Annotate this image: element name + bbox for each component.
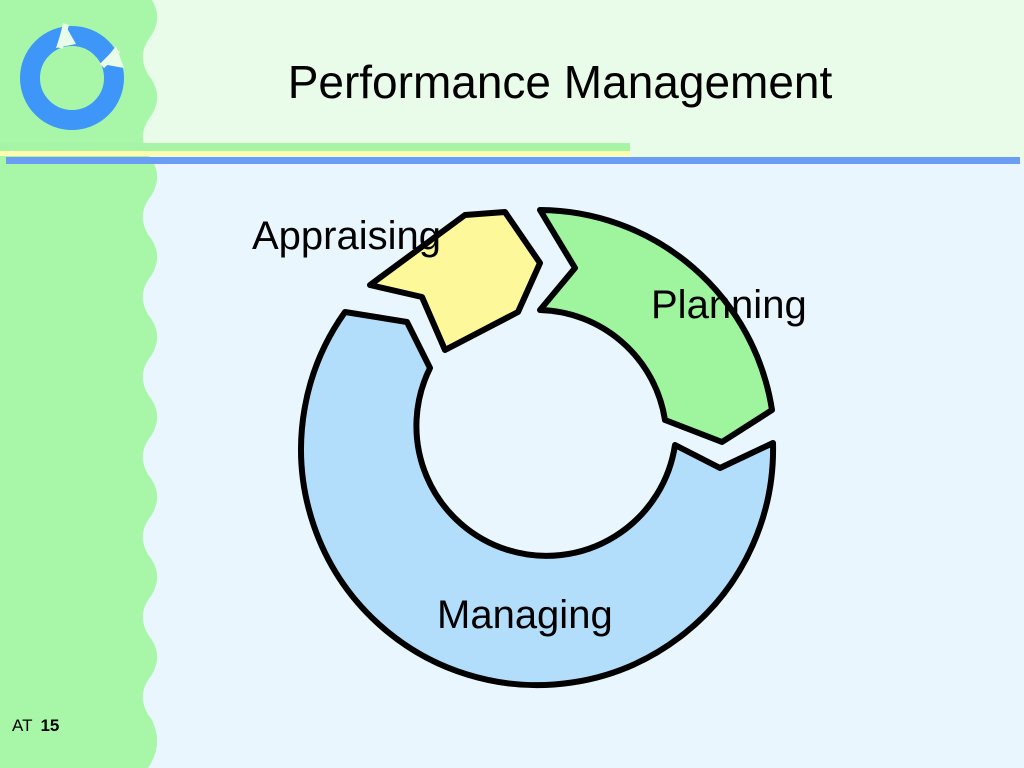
page-number: 15 xyxy=(40,716,60,735)
appraising-arrow xyxy=(367,209,543,353)
footer-author: AT xyxy=(12,716,33,735)
slide-footer: AT 15 xyxy=(12,716,59,736)
performance-cycle-diagram xyxy=(298,207,777,689)
header-rule-green xyxy=(0,143,630,151)
managing-label: Managing xyxy=(437,593,613,637)
left-decorative-band xyxy=(0,0,158,768)
planning-label: Planning xyxy=(651,283,807,327)
managing-arc xyxy=(298,309,777,689)
header-background xyxy=(0,0,1024,160)
planning-arc xyxy=(537,207,775,445)
header-rule-blue xyxy=(6,157,1020,164)
cycle-logo-icon xyxy=(20,23,124,130)
header-rule-yellow xyxy=(0,151,630,156)
appraising-label: Appraising xyxy=(252,214,442,258)
slide-title: Performance Management xyxy=(287,56,833,108)
